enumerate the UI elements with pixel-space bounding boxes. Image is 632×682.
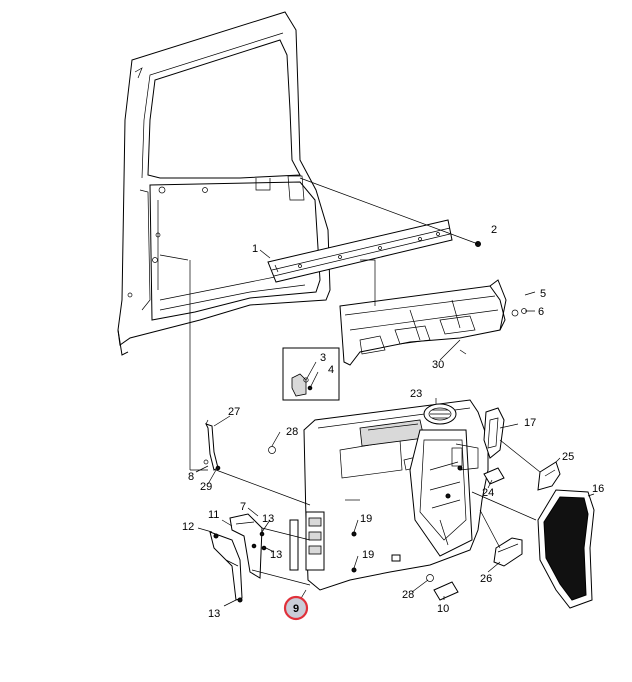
callout-12: 12 bbox=[182, 521, 194, 533]
callout-26: 26 bbox=[480, 573, 492, 585]
belt-reinforcement-bar bbox=[267, 219, 453, 283]
callout-5: 5 bbox=[540, 288, 546, 300]
bracket-25 bbox=[537, 461, 561, 491]
door-frame bbox=[117, 11, 331, 356]
pull-handle bbox=[483, 407, 505, 459]
callout-24: 24 bbox=[482, 487, 494, 499]
callout-13c: 13 bbox=[208, 608, 220, 620]
armrest-bracket-11 bbox=[229, 513, 263, 579]
bracket-26 bbox=[493, 537, 523, 567]
callout-17: 17 bbox=[524, 417, 536, 429]
callout-labels: 1 2 3 4 5 6 7 8 10 11 12 13 13 13 16 17 … bbox=[182, 224, 604, 620]
callout-28a: 28 bbox=[286, 426, 298, 438]
highlight-callout-9[interactable]: 9 bbox=[283, 595, 309, 621]
callout-19b: 19 bbox=[362, 549, 374, 561]
rod-27 bbox=[203, 419, 221, 471]
door-trim-panel bbox=[303, 399, 489, 591]
callout-9: 9 bbox=[293, 603, 299, 615]
insulator-pad bbox=[537, 489, 595, 609]
callout-19a: 19 bbox=[360, 513, 372, 525]
callout-3: 3 bbox=[320, 352, 326, 364]
callout-10: 10 bbox=[437, 603, 449, 615]
callout-29: 29 bbox=[200, 481, 212, 493]
window-regulator-module bbox=[339, 279, 527, 366]
callout-13a: 13 bbox=[262, 513, 274, 525]
trim-strip bbox=[289, 519, 299, 571]
callout-7: 7 bbox=[240, 501, 246, 513]
callout-30: 30 bbox=[432, 359, 444, 371]
callout-11: 11 bbox=[208, 509, 219, 521]
callout-23: 23 bbox=[410, 388, 422, 400]
callout-6: 6 bbox=[538, 306, 544, 318]
detail-inset-box bbox=[282, 347, 340, 401]
callout-2: 2 bbox=[491, 224, 497, 236]
callout-4: 4 bbox=[328, 364, 334, 376]
bracket-12 bbox=[209, 531, 243, 603]
callout-16: 16 bbox=[592, 483, 604, 495]
callout-28b: 28 bbox=[402, 589, 414, 601]
callout-25: 25 bbox=[562, 451, 574, 463]
callout-8: 8 bbox=[188, 471, 194, 483]
callout-1: 1 bbox=[252, 243, 258, 255]
callout-13b: 13 bbox=[270, 549, 282, 561]
callout-27: 27 bbox=[228, 406, 240, 418]
bracket-24 bbox=[483, 467, 505, 485]
clip-10 bbox=[433, 581, 459, 601]
